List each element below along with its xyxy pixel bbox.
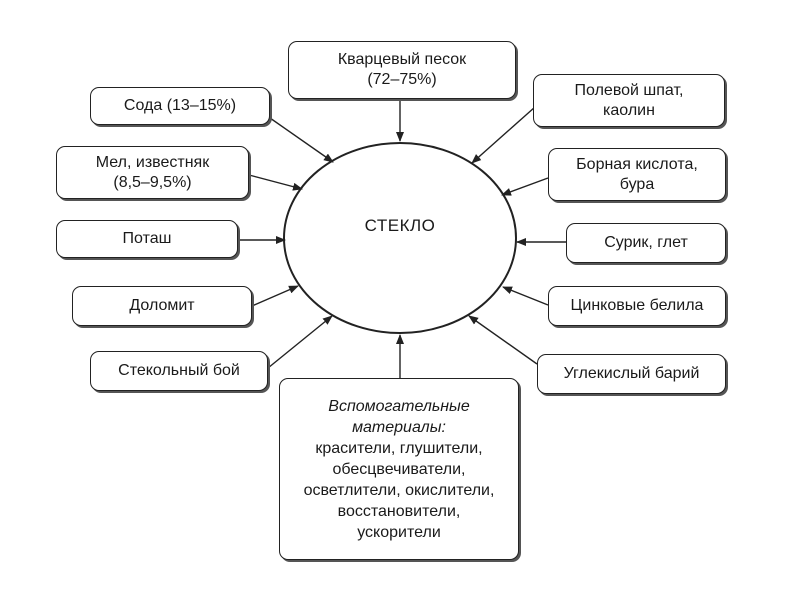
center-ellipse xyxy=(283,142,517,334)
quartz-sand-line2: (72–75%) xyxy=(367,71,437,88)
boric-acid-borax-line1: Борная кислота, xyxy=(576,155,698,173)
chalk-limestone-line1: Мел, известняк xyxy=(95,153,210,171)
minium-litharge-line1: Сурик, глет xyxy=(604,234,688,251)
box-barium-carbonate: Углекислый барий xyxy=(537,354,726,394)
box-potash: Поташ xyxy=(56,220,238,258)
auxiliary-line-3: осветлители, окислители, xyxy=(303,481,495,499)
auxiliary-title-line2: материалы: xyxy=(352,418,446,436)
auxiliary-line-4: восстановители, xyxy=(337,502,461,520)
zinc-white-line1: Цинковые белила xyxy=(570,297,704,314)
box-auxiliary-materials: Вспомогательные материалы: красители, гл… xyxy=(279,378,519,560)
feldspar-kaolin-line2: каолин xyxy=(603,101,655,119)
auxiliary-line-5: ускорители xyxy=(357,523,441,541)
boric-acid-borax-line2: бура xyxy=(619,175,655,193)
box-boric-acid-borax: Борная кислота, бура xyxy=(548,148,726,201)
box-soda: Сода (13–15%) xyxy=(90,87,270,125)
auxiliary-title-line1: Вспомогательные xyxy=(328,397,470,415)
dolomite-line1: Доломит xyxy=(129,297,195,314)
box-cullet: Стекольный бой xyxy=(90,351,268,391)
box-feldspar-kaolin: Полевой шпат, каолин xyxy=(533,74,725,127)
arrow-dolomite xyxy=(251,285,299,307)
chalk-limestone-line2: (8,5–9,5%) xyxy=(113,173,192,191)
arrow-barium-carbonate xyxy=(468,315,538,365)
box-chalk-limestone: Мел, известняк (8,5–9,5%) xyxy=(56,146,249,199)
barium-carbonate-line1: Углекислый барий xyxy=(563,365,700,382)
center-label: СТЕКЛО xyxy=(364,216,436,235)
soda-line1: Сода (13–15%) xyxy=(123,97,237,114)
arrow-feldspar-kaolin xyxy=(471,106,536,164)
feldspar-kaolin-line1: Полевой шпат, xyxy=(574,81,684,99)
box-dolomite: Доломит xyxy=(72,286,252,326)
box-zinc-white: Цинковые белила xyxy=(548,286,726,326)
box-minium-litharge: Сурик, глет xyxy=(566,223,726,263)
potash-line1: Поташ xyxy=(122,230,172,247)
cullet-line1: Стекольный бой xyxy=(118,362,240,379)
box-quartz-sand: Кварцевый песок (72–75%) xyxy=(288,41,516,99)
arrow-chalk-limestone xyxy=(248,174,303,191)
auxiliary-line-2: обесцвечиватели, xyxy=(332,460,466,478)
arrow-boric-acid-borax xyxy=(501,177,549,196)
arrow-zinc-white xyxy=(502,286,549,306)
auxiliary-line-1: красители, глушители, xyxy=(315,439,483,457)
quartz-sand-line1: Кварцевый песок xyxy=(337,51,467,68)
arrow-cullet xyxy=(267,315,333,369)
arrow-soda xyxy=(269,117,334,163)
